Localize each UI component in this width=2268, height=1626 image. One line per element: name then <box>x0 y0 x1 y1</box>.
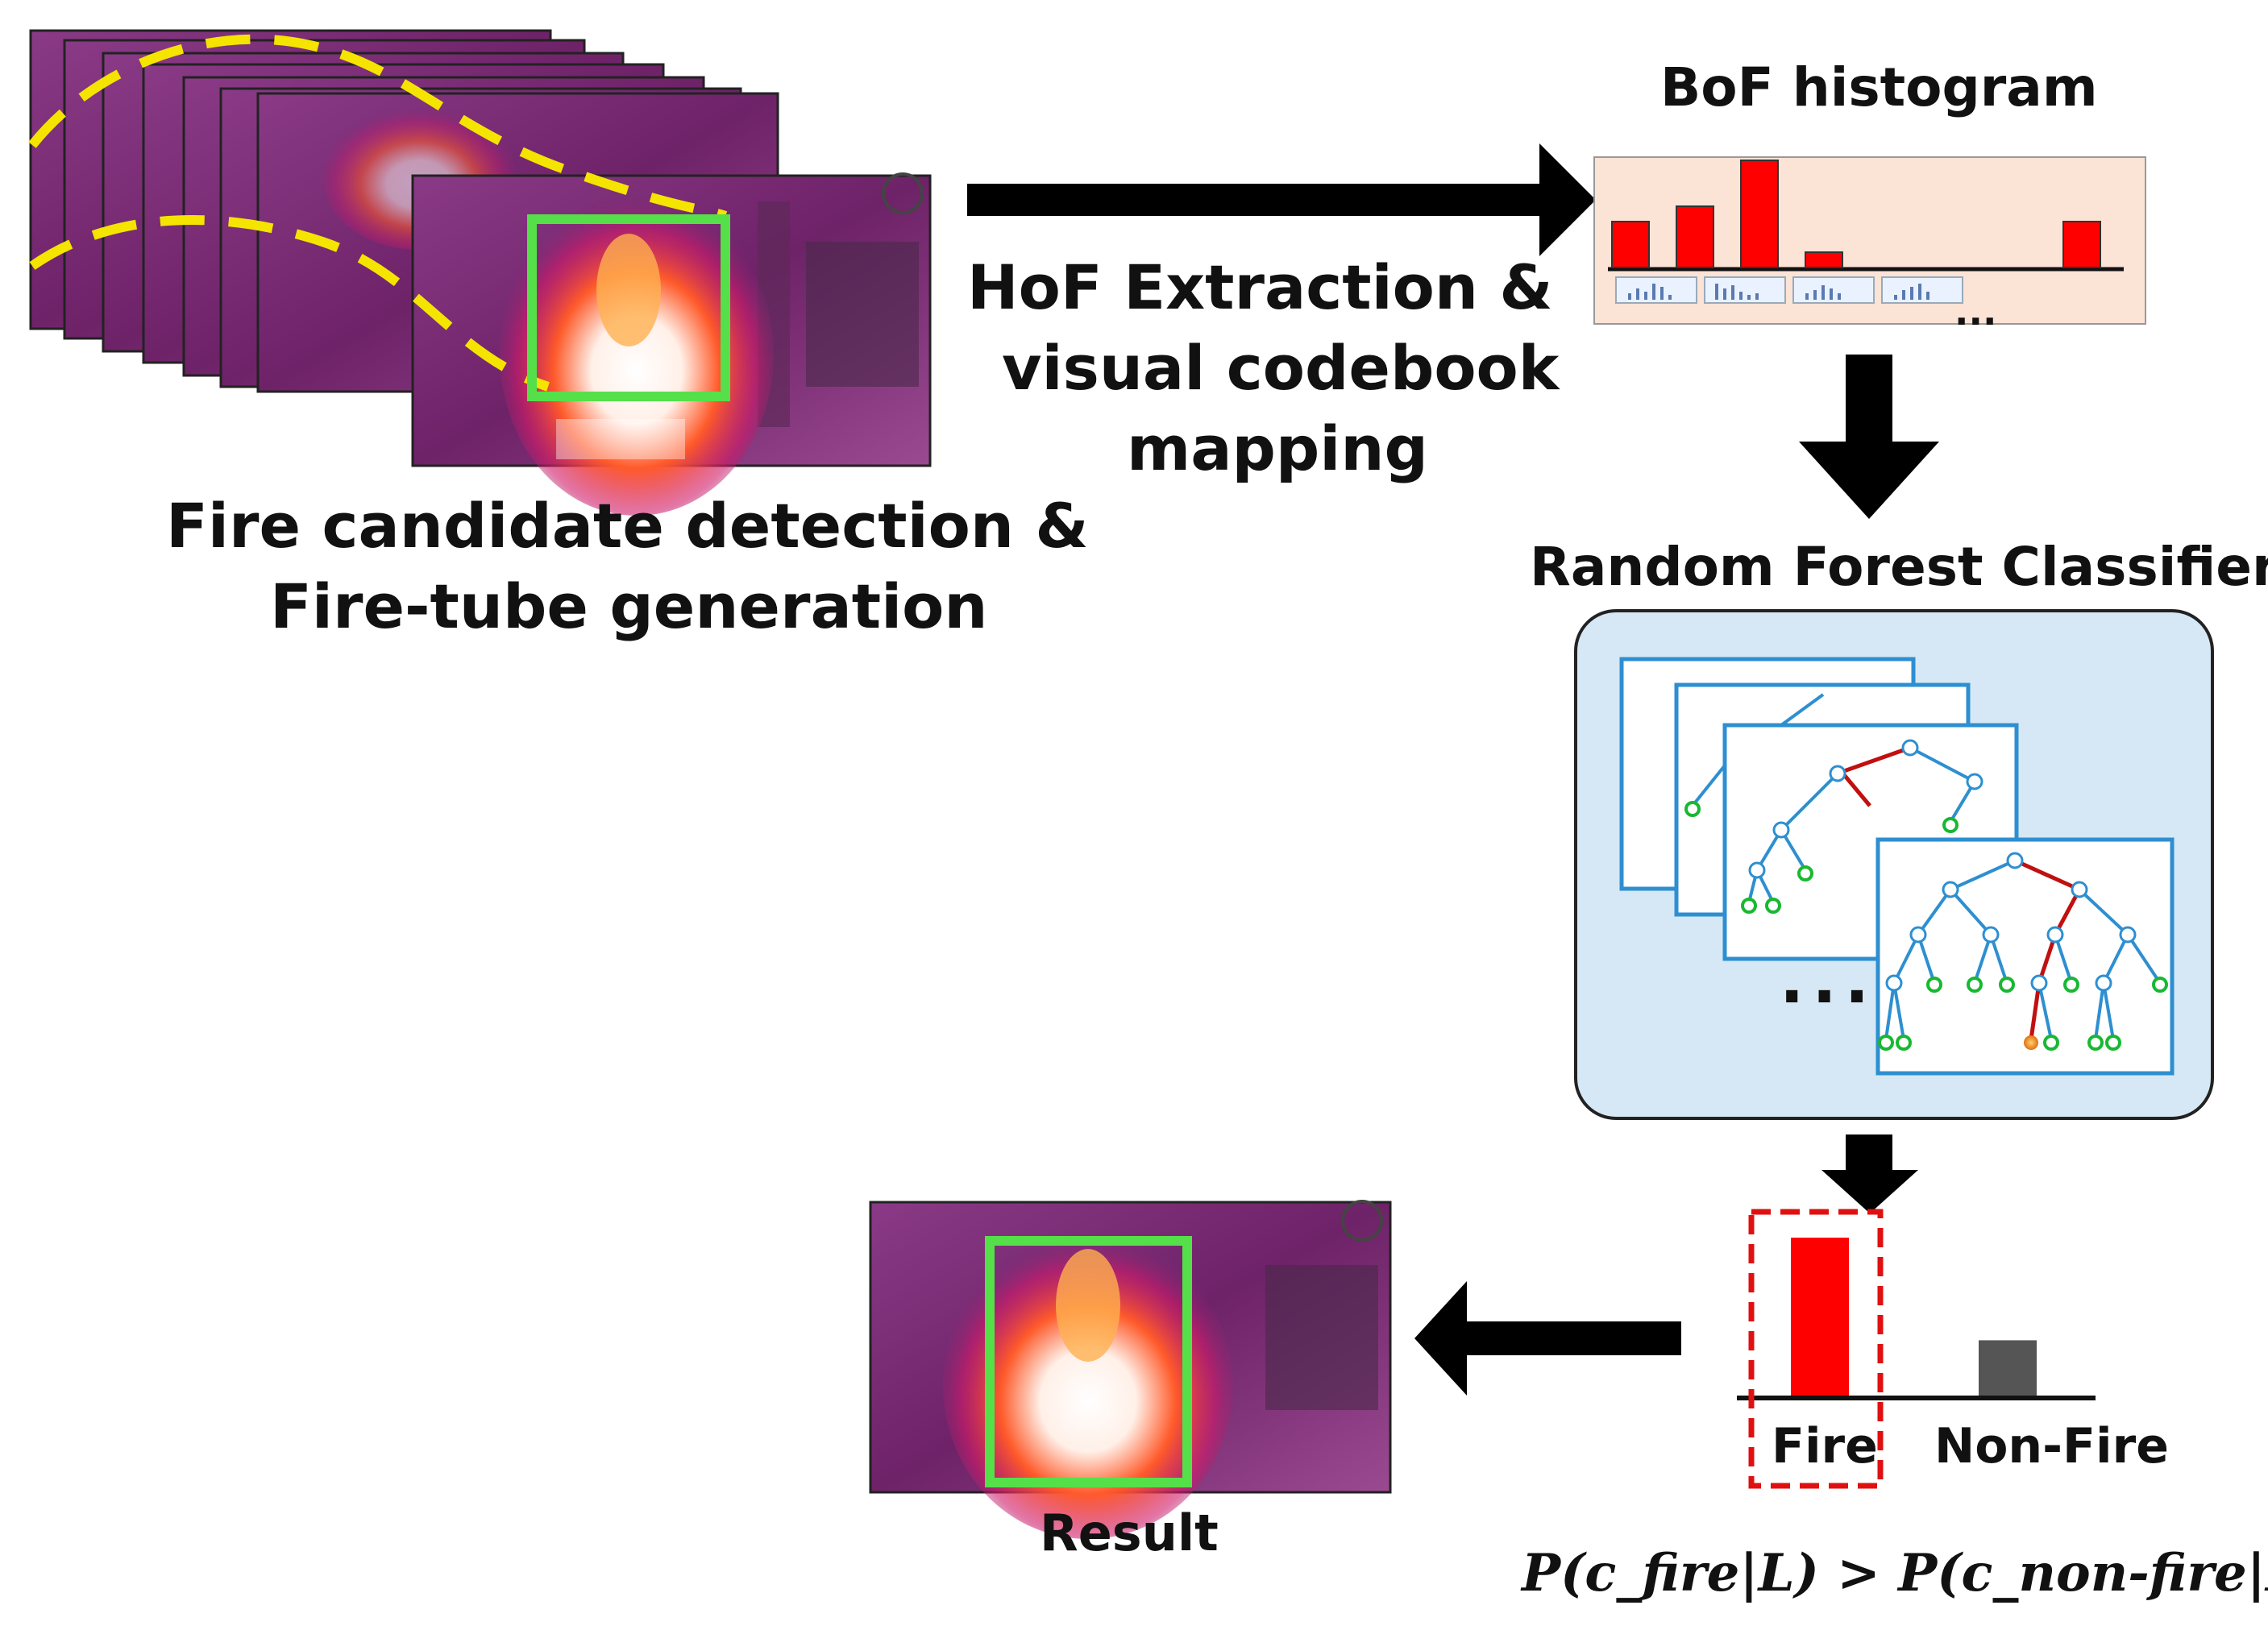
rf-title: Random Forest Classifier <box>1530 536 2268 598</box>
probability-equation: P(c_fire|L) > P(c_non-fire|L) <box>1522 1543 2268 1603</box>
fire-candidate-label-line2: Fire-tube generation <box>270 570 988 642</box>
bof-bar-8 <box>2062 221 2101 268</box>
rf-ellipsis: ... <box>1780 943 1878 1018</box>
bof-bar-3 <box>1740 160 1779 268</box>
non-fire-label: Non-Fire <box>1934 1418 2169 1475</box>
bof-title: BoF histogram <box>1660 56 2098 118</box>
bof-mini-histograms <box>1615 276 1963 304</box>
detection-box <box>527 214 730 401</box>
bof-bars <box>1611 160 2101 268</box>
fire-candidate-label-line1: Fire candidate detection & <box>166 490 1089 562</box>
hof-label-line1: HoF Extraction & <box>967 251 1553 323</box>
frame-stack <box>28 29 932 516</box>
arrow-right <box>967 143 1596 256</box>
arrow-left <box>1414 1281 1681 1396</box>
fire-tube-upper-dash <box>28 34 728 221</box>
random-forest-panel <box>1574 609 2214 1120</box>
result-detection-box <box>985 1236 1192 1487</box>
bof-ellipsis: ... <box>1954 290 1997 334</box>
hof-label-line3: mapping <box>1127 413 1428 484</box>
fire-highlight-box <box>1748 1209 1884 1489</box>
probability-chart <box>1737 1209 2096 1489</box>
tree-card-4 <box>1875 837 2175 1076</box>
arrow-down-2 <box>1821 1134 1918 1213</box>
bof-histogram-panel <box>1593 156 2146 325</box>
fire-label: Fire <box>1772 1418 1878 1475</box>
fire-tube-lower-dash <box>29 215 550 392</box>
hof-label-line2: visual codebook <box>1002 332 1560 404</box>
result-frame <box>869 1200 1392 1539</box>
prob-bar-fire <box>1791 1238 1849 1396</box>
prob-bars <box>1791 1238 2037 1396</box>
result-label: Result <box>1040 1504 1219 1562</box>
front-frame <box>411 172 932 516</box>
prob-bar-non-fire <box>1979 1340 2037 1396</box>
selected-leaf <box>2024 1035 2038 1050</box>
arrow-down-1 <box>1799 355 1939 519</box>
bof-bar-4 <box>1805 251 1843 268</box>
bof-bar-1 <box>1611 221 1650 268</box>
bof-bar-2 <box>1676 205 1714 268</box>
